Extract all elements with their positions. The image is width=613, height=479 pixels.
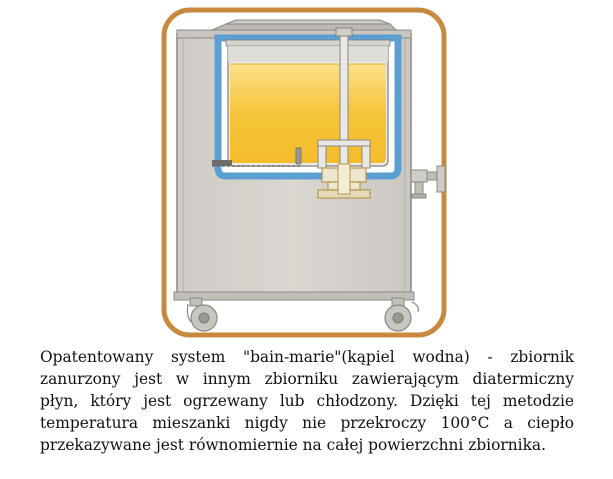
drive-housing (317, 163, 371, 199)
bain-marie-diagram (161, 7, 447, 338)
caster-wheel-icon (186, 297, 218, 332)
caption-line: przekazywane jest równomiernie na całej … (40, 436, 546, 454)
tank-rim-band (228, 46, 388, 62)
heating-element (212, 147, 302, 167)
caption-line: Opatentowany system "bain-marie"(kąpiel … (40, 348, 574, 366)
caption-line: płyn, który jest ogrzewany lub chłodzony… (40, 392, 574, 410)
drain-valve-icon (410, 165, 446, 199)
caption-line: zanurzony jest w innym zbiorniku zawiera… (40, 370, 574, 388)
caption-line: temperatura mieszanki nigdy nie przekroc… (40, 414, 574, 432)
caster-wheel-icon (384, 297, 419, 332)
caption-text: Opatentowany system "bain-marie"(kąpiel … (40, 346, 574, 456)
lid (211, 19, 398, 31)
